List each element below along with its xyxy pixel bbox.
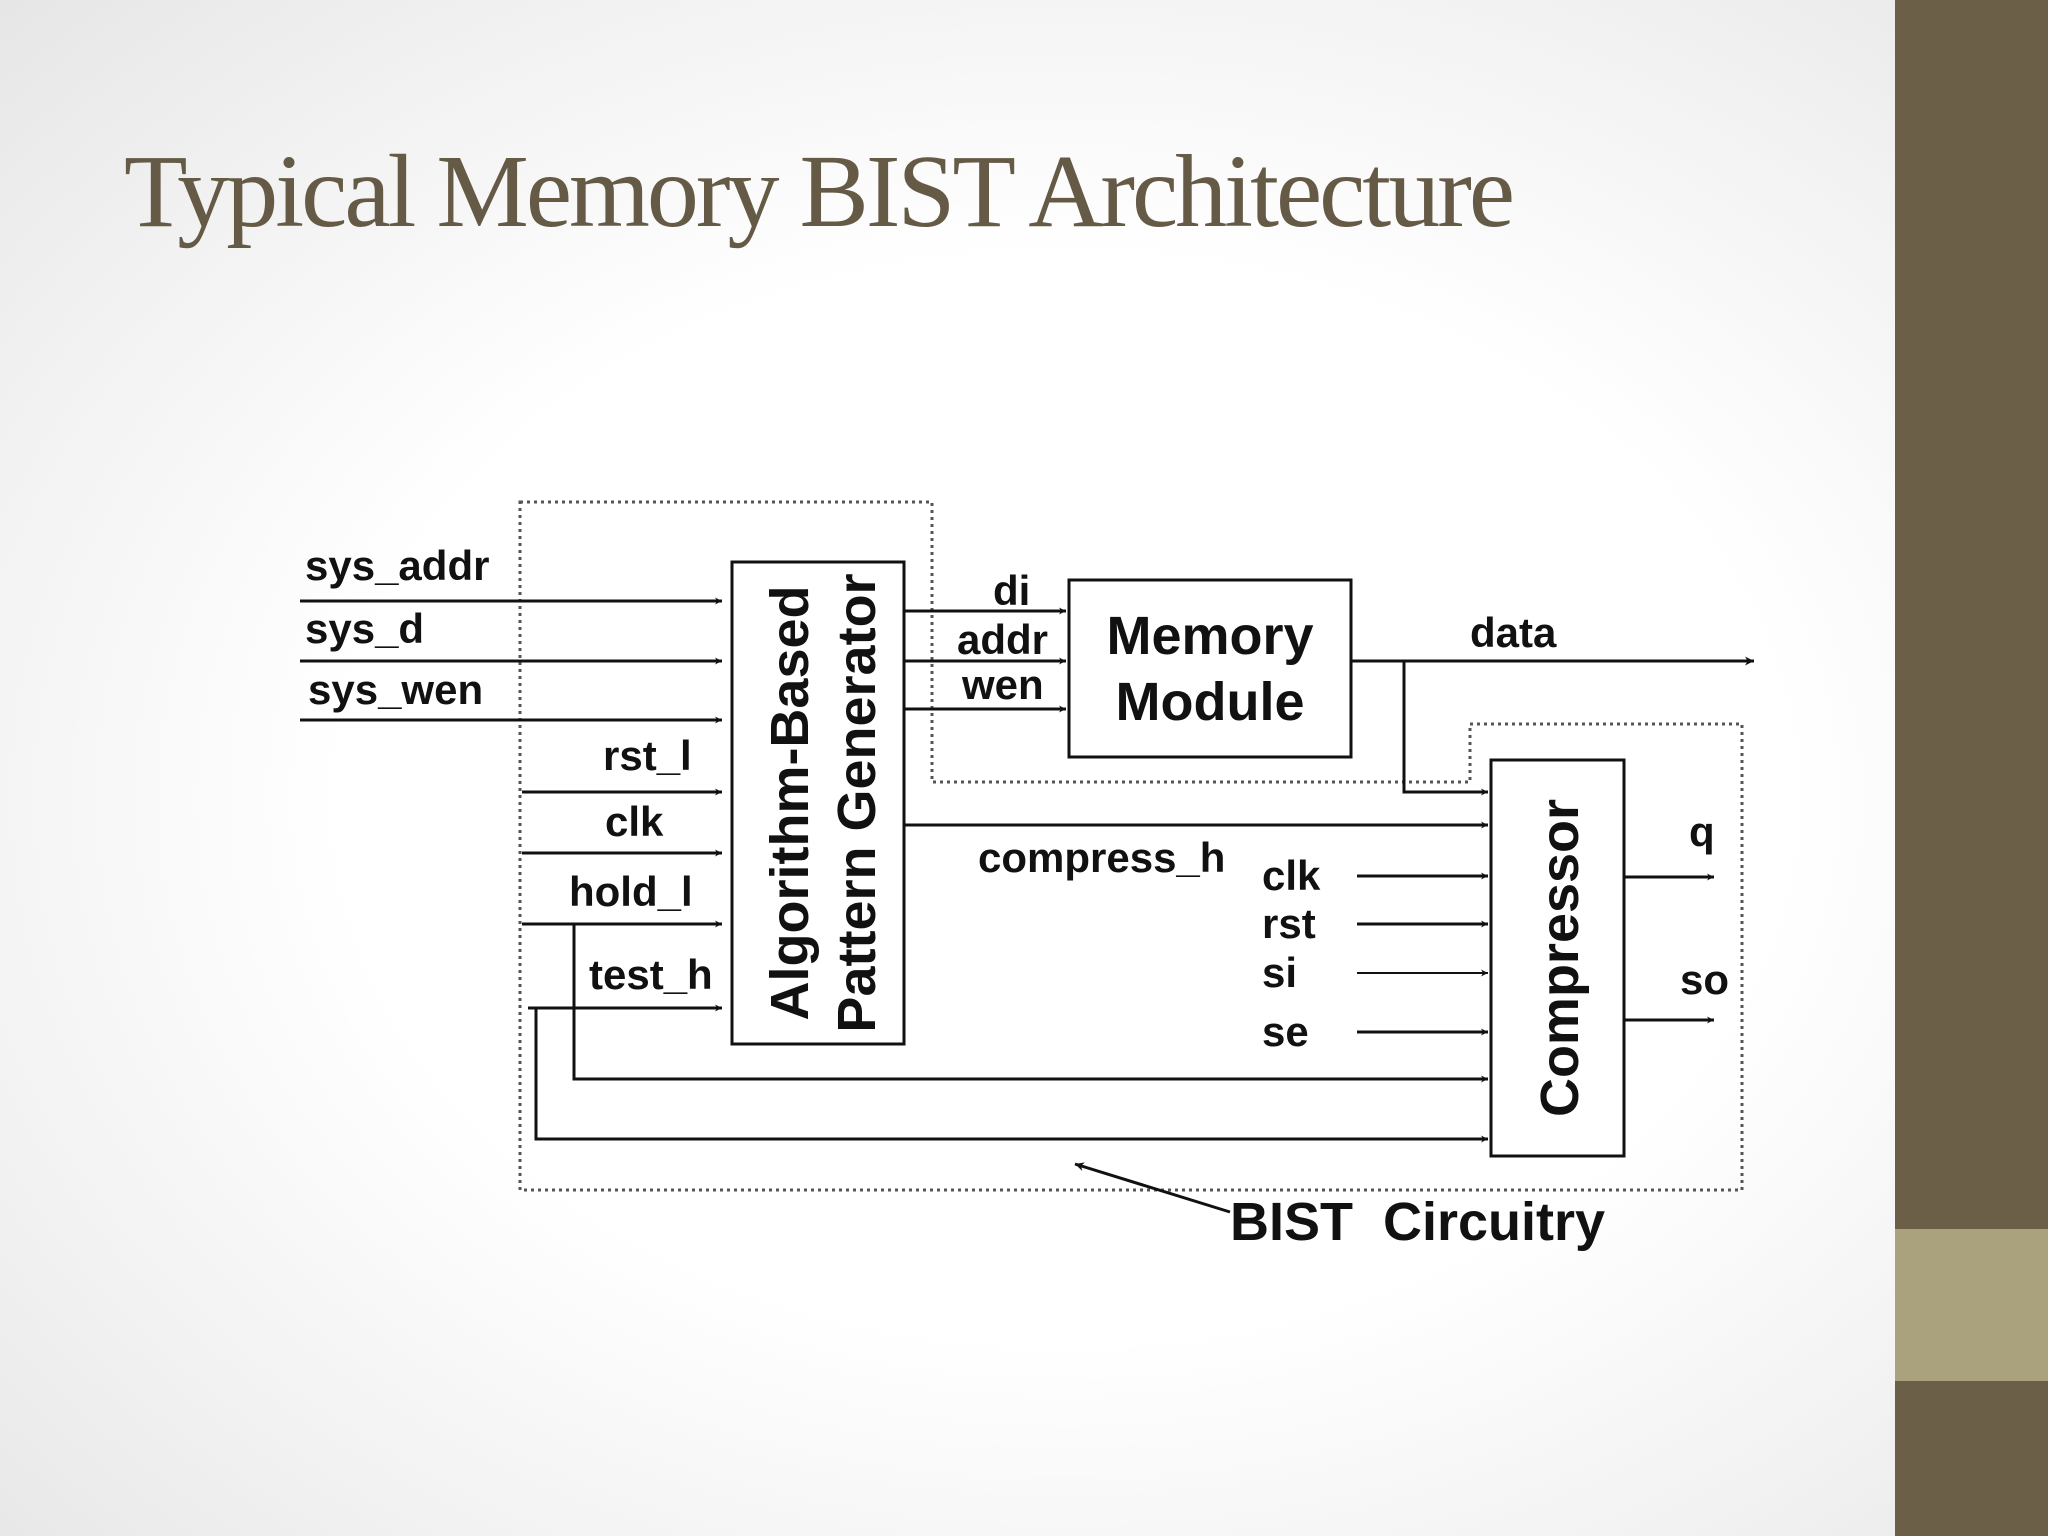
- pattern-generator-label-line1: Algorithm-Based: [760, 585, 820, 1020]
- di-label: di: [993, 567, 1030, 614]
- clk-label: clk: [605, 798, 664, 845]
- compress-h-label: compress_h: [978, 834, 1225, 881]
- compressor-se-label: se: [1262, 1008, 1309, 1055]
- compressor-si-label: si: [1262, 949, 1297, 996]
- q-label: q: [1689, 808, 1715, 855]
- compressor-label: Compressor: [1530, 799, 1590, 1117]
- rst-l-label: rst_l: [603, 732, 692, 779]
- compressor-rst-label: rst: [1262, 900, 1316, 947]
- hold-l-route-wire: [572, 924, 1488, 1083]
- slide-title: Typical Memory BIST Architecture: [124, 134, 1515, 249]
- bist-circuitry-caption: BIST Circuitry: [1230, 1192, 1605, 1252]
- sys-wen-label: sys_wen: [308, 666, 483, 713]
- compressor-block: [1489, 758, 1626, 1158]
- compressor-clk-label: clk: [1262, 852, 1321, 899]
- bist-boundary: [518, 500, 1744, 1192]
- sys-addr-label: sys_addr: [305, 542, 489, 589]
- memory-module-label-line1: Memory: [1106, 606, 1313, 666]
- memory-module-label-line2: Module: [1116, 672, 1305, 732]
- data-label: data: [1470, 609, 1557, 656]
- hold-l-label: hold_l: [569, 868, 693, 915]
- addr-label: addr: [957, 616, 1048, 663]
- wen-label: wen: [961, 661, 1044, 708]
- caption-pointer-arrow: [1074, 1162, 1231, 1214]
- test-h-label: test_h: [589, 951, 713, 998]
- sys-d-label: sys_d: [305, 605, 424, 652]
- side-accent: [1895, 1229, 2048, 1381]
- so-label: so: [1680, 956, 1729, 1003]
- data-to-compressor-wire: [1402, 661, 1488, 796]
- pattern-generator-label-line2: Pattern Generator: [827, 573, 887, 1032]
- test-h-route-wire: [534, 1008, 1488, 1143]
- pattern-generator-block: [730, 560, 906, 1046]
- memory-module-block: [1067, 578, 1353, 759]
